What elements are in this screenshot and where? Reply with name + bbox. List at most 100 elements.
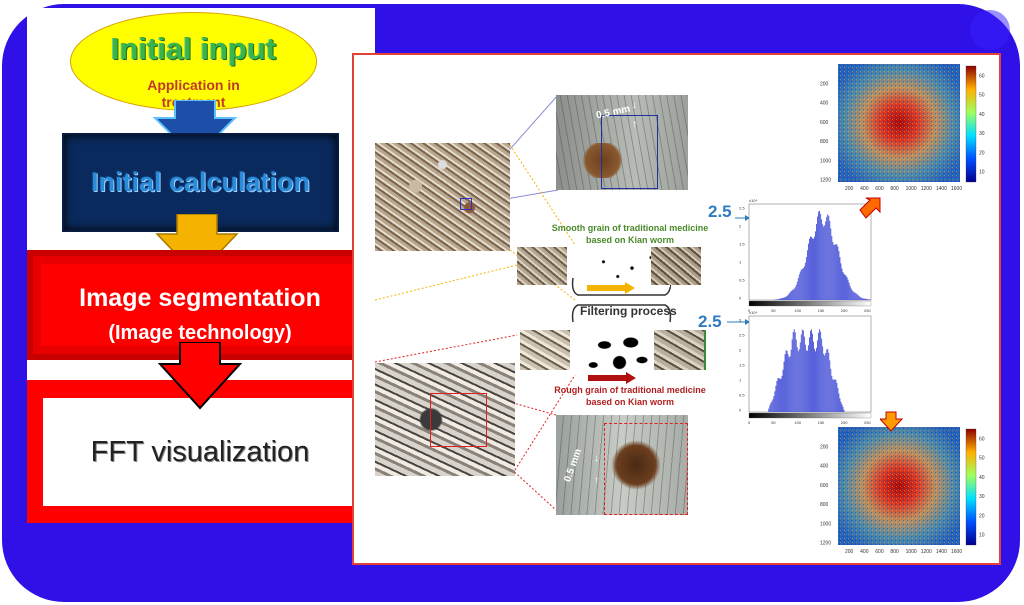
smooth-grain-photo (375, 143, 510, 251)
histogram-bar (799, 271, 801, 300)
axis-tick-label: 250 (864, 308, 871, 313)
arrow-right-icon (587, 282, 635, 294)
histogram-bar (837, 246, 839, 300)
axis-tick-label: 1.5 (739, 242, 745, 247)
histogram-bar (807, 243, 809, 300)
axis-tick-label: 1000 (820, 521, 831, 527)
axis-tick-label: 0 (739, 408, 742, 413)
histogram-bar (842, 271, 844, 300)
histogram-bar (778, 377, 780, 412)
rough-caption-line1: Rough grain of traditional medicine (554, 385, 706, 395)
initial-input-subtitle-line1: Application in (147, 77, 240, 93)
histogram-bar (787, 354, 789, 412)
histogram-bar (866, 299, 868, 300)
histogram-bar (824, 225, 826, 300)
histogram-bar (821, 338, 823, 412)
histogram-bar (816, 347, 818, 412)
smooth-filtered-thumb (651, 247, 701, 285)
axis-tick-label: 40 (979, 112, 985, 118)
histogram-bar (803, 336, 805, 412)
histogram-bar (860, 297, 862, 300)
histogram-bar (796, 281, 798, 300)
histogram-bar (823, 353, 825, 412)
histogram-bar (779, 378, 781, 412)
axis-tick-label: 400 (820, 101, 829, 107)
histogram-bar (838, 251, 840, 300)
histogram-bar (815, 231, 816, 300)
histogram-bar (843, 273, 845, 300)
histogram-bar (829, 220, 831, 300)
axis-tick-label: 50 (771, 420, 776, 425)
histogram-bar (859, 297, 861, 300)
histogram-bar (855, 293, 857, 300)
histogram-bar (835, 244, 837, 300)
axis-tick-label: 200 (820, 82, 829, 88)
axis-tick-label: 400 (860, 186, 869, 192)
axis-tick-label: 600 (820, 120, 829, 126)
axis-tick-label: 1600 (951, 549, 962, 555)
histogram-bar (789, 292, 791, 300)
histogram-bar (776, 381, 778, 412)
histogram-bar (841, 404, 843, 412)
axis-tick-label: 50 (979, 456, 985, 462)
initial-calculation-label: Initial calculation (90, 167, 311, 197)
histogram-bar (788, 293, 790, 300)
axis-tick-label: 2 (739, 348, 742, 353)
histogram-bar (831, 375, 833, 412)
smooth-caption-line1: Smooth grain of traditional medicine (551, 223, 709, 233)
axis-tick-label: 250 (864, 420, 871, 425)
histogram-bar (804, 344, 806, 412)
histogram-bar (773, 396, 775, 412)
histogram-bar (801, 329, 803, 412)
histogram-bar (787, 294, 789, 300)
axis-tick-label: 60 (979, 437, 985, 443)
axis-tick-label: 0 (748, 308, 751, 313)
histogram-bar (771, 401, 773, 412)
histogram-top-exponent: x10⁴ (749, 198, 757, 203)
axis-tick-label: 1000 (906, 186, 917, 192)
histogram-bar (831, 236, 833, 300)
histogram-bar (791, 290, 793, 300)
axis-tick-label: 400 (860, 549, 869, 555)
histogram-bar (832, 241, 834, 300)
histogram-bar (840, 401, 842, 412)
histogram-bar (821, 219, 823, 300)
fft-visualization-box: FFT visualization (27, 380, 375, 523)
histogram-bar (820, 213, 822, 300)
axis-tick-label: 2 (739, 224, 742, 229)
histogram-bottom-marker: 2.5 (698, 312, 722, 331)
histogram-bar (844, 274, 846, 300)
histogram-bar (865, 298, 867, 300)
axis-tick-label: 0.5 (739, 393, 745, 398)
histogram-bar (820, 331, 822, 412)
histogram-bar (815, 351, 816, 412)
histogram-bar (782, 369, 784, 412)
histogram-bar (779, 298, 781, 300)
axis-tick-label: 200 (845, 549, 854, 555)
histogram-top-bars (773, 210, 871, 300)
histogram-bar (854, 292, 856, 300)
fft-visualization-label: FFT visualization (90, 435, 310, 468)
histogram-bar (817, 216, 819, 300)
histogram-bar (783, 361, 785, 412)
axis-tick-label: 100 (794, 308, 801, 313)
histogram-bar (803, 266, 805, 300)
histogram-bar (794, 332, 796, 412)
histogram-bar (827, 214, 829, 300)
rough-caption-line2: based on Kian worm (585, 397, 674, 407)
histogram-bar (802, 268, 804, 300)
histogram-bar (811, 329, 812, 412)
histogram-bar (818, 211, 820, 300)
histogram-bar (858, 296, 860, 300)
histogram-bar (810, 236, 811, 300)
histogram-bar (850, 288, 852, 300)
histogram-bar (768, 408, 770, 412)
histogram-bar (856, 294, 858, 300)
histogram-bar (793, 288, 795, 300)
axis-tick-label: 800 (890, 186, 899, 192)
histogram-bar (790, 291, 792, 300)
histogram-bar (797, 278, 799, 300)
rough-filtered-thumb (654, 330, 706, 370)
